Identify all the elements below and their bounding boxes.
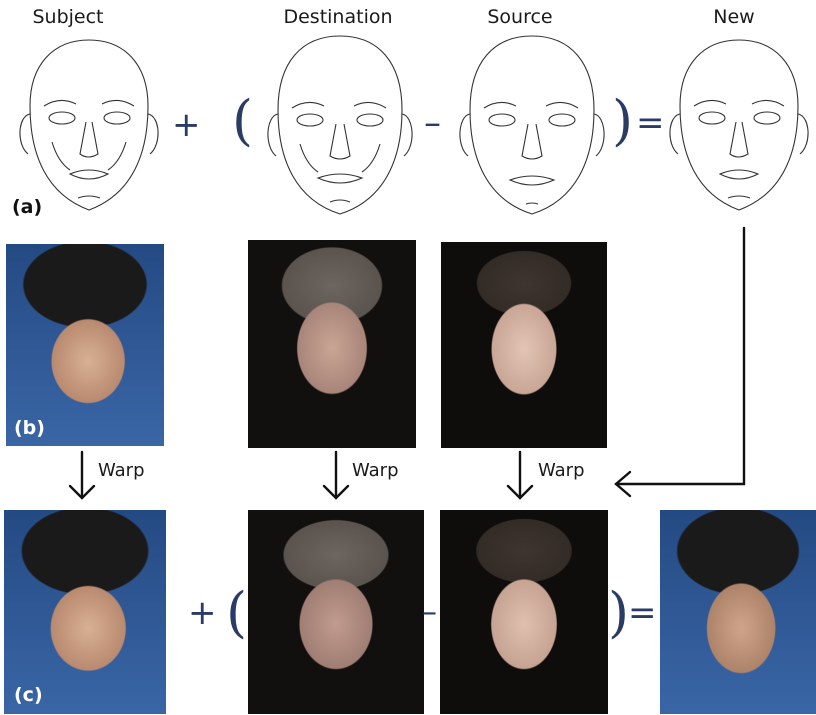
- source-photo: [441, 242, 607, 448]
- panel-label-c: (c): [14, 684, 43, 706]
- equals-symbol-c: =: [628, 593, 657, 633]
- warp-label-destination: Warp: [352, 460, 399, 481]
- open-paren-a: (: [232, 89, 254, 152]
- subject-landmark-drawing: [19, 39, 159, 211]
- destination-landmark-drawing: [267, 35, 413, 215]
- close-paren-a: ): [612, 89, 634, 152]
- subject-photo: [6, 244, 164, 446]
- header-subject: Subject: [32, 6, 104, 28]
- minus-symbol-c: –: [422, 595, 437, 630]
- warp-label-source: Warp: [538, 460, 585, 481]
- warped-subject-photo: [4, 510, 166, 714]
- panel-label-b: (b): [14, 417, 45, 439]
- equals-symbol-a: =: [636, 103, 665, 143]
- header-new: New: [713, 6, 755, 28]
- new-landmark-drawing: [669, 39, 809, 211]
- warped-source-photo: [440, 510, 608, 714]
- plus-symbol-a: +: [172, 105, 201, 145]
- header-destination: Destination: [283, 6, 393, 28]
- destination-photo: [248, 240, 416, 448]
- warp-label-subject: Warp: [98, 460, 145, 481]
- minus-symbol-a: –: [424, 103, 441, 143]
- plus-symbol-c: +: [188, 593, 217, 633]
- source-landmark-drawing: [459, 35, 605, 215]
- panel-label-a: (a): [12, 196, 43, 218]
- header-source: Source: [487, 6, 553, 28]
- open-paren-c: (: [226, 581, 248, 644]
- warped-destination-photo: [248, 510, 424, 714]
- new-face-photo: [660, 510, 816, 714]
- close-paren-c: ): [608, 581, 630, 644]
